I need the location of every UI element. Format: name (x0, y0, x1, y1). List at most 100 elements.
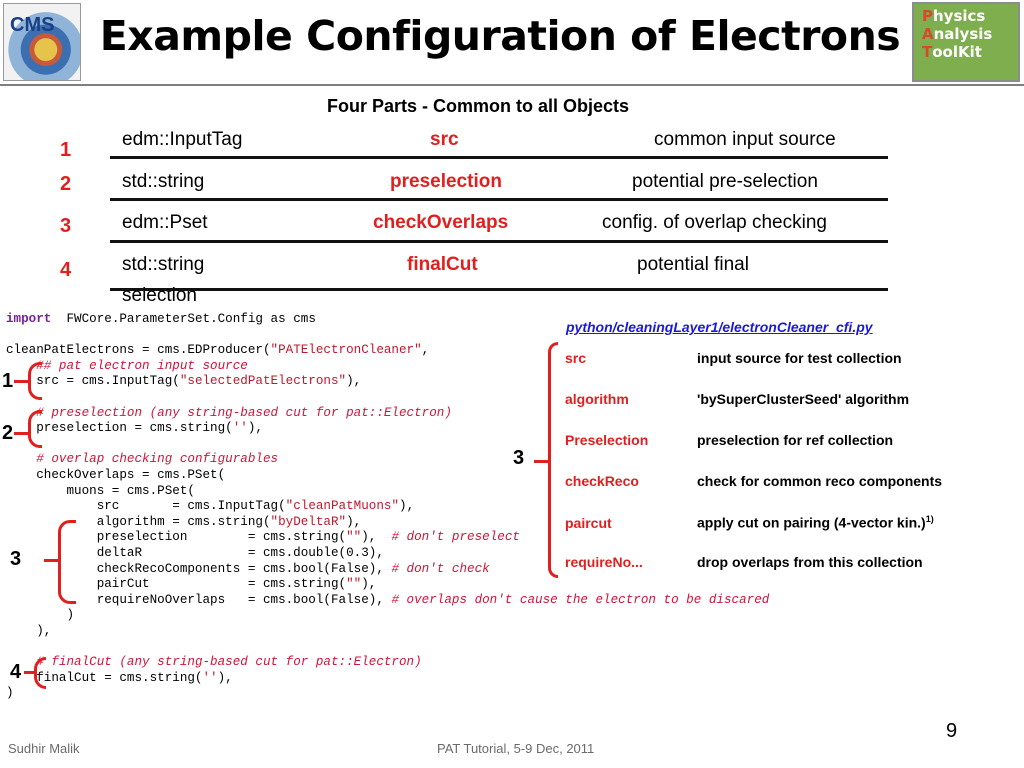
bracket-label: 1 (2, 370, 14, 392)
code-comment: # overlap checking configurables (36, 452, 279, 467)
row-number: 3 (60, 215, 72, 237)
code-text: , (421, 343, 430, 358)
panel-key: checkReco (565, 473, 639, 489)
code-text: ), (361, 577, 377, 592)
code-string: '' (202, 670, 218, 685)
footer-author: Sudhir Malik (8, 741, 80, 756)
code-line: ), (6, 624, 896, 640)
panel-footnote-marker: 1) (925, 514, 934, 524)
code-string: "selectedPatElectrons" (179, 374, 347, 389)
bracket-label: 3 (10, 548, 22, 570)
code-string: "" (346, 577, 362, 592)
bracket-panel (548, 342, 558, 578)
code-line: cleanPatElectrons = cms.EDProducer("PATE… (6, 343, 896, 359)
param-name: checkOverlaps (373, 212, 509, 233)
table-heading: Four Parts - Common to all Objects (327, 96, 630, 116)
code-line: ) (6, 686, 896, 702)
footer-event: PAT Tutorial, 5-9 Dec, 2011 (437, 741, 595, 756)
code-text: src = cms.InputTag( (6, 374, 180, 389)
panel-key: src (565, 350, 587, 366)
param-description: common input source (654, 129, 836, 150)
code-line: import FWCore.ParameterSet.Config as cms (6, 312, 896, 328)
code-line: # overlap checking configurables (6, 452, 896, 468)
code-line: deltaR = cms.double(0.3), (6, 546, 896, 562)
code-text: checkOverlaps = cms.PSet( (6, 467, 226, 482)
code-text: pairCut = cms.string( (6, 577, 347, 592)
param-name: preselection (390, 171, 502, 192)
code-text: ), (6, 623, 52, 638)
code-text: ), (247, 421, 263, 436)
code-text: ) (6, 608, 75, 623)
code-string: "byDeltaR" (270, 514, 347, 529)
param-type: edm::InputTag (122, 129, 243, 150)
code-line: # finalCut (any string-based cut for pat… (6, 655, 896, 671)
config-file-link[interactable]: python/cleaningLayer1/electronCleaner_cf… (566, 319, 873, 335)
code-line: preselection = cms.string(""), # don't p… (6, 530, 896, 546)
code-comment: # don't preselect (391, 530, 520, 545)
code-text: ), (217, 670, 233, 685)
table-row: edm::Pset checkOverlaps config. of overl… (120, 212, 888, 244)
code-text: FWCore.ParameterSet.Config as cms (51, 312, 316, 326)
code-comment: # finalCut (any string-based cut for pat… (36, 655, 422, 670)
code-text: preselection = cms.string( (6, 530, 347, 545)
code-line: ) (6, 608, 896, 624)
panel-key: requireNo... (565, 554, 643, 570)
code-text: checkRecoComponents = cms.bool(False), (6, 561, 392, 576)
code-text: muons = cms.PSet( (6, 483, 195, 498)
cms-logo: CMS (3, 3, 81, 81)
param-type: std::string (122, 171, 205, 192)
table-rule (110, 288, 888, 291)
param-type: std::string (122, 254, 205, 275)
code-text: ), (346, 374, 362, 389)
code-string: '' (232, 421, 248, 436)
code-comment: # overlaps don't cause the electron to b… (391, 592, 770, 607)
panel-value: preselection for ref collection (697, 432, 894, 448)
code-line (6, 639, 896, 655)
page-number: 9 (946, 720, 958, 742)
code-text: algorithm = cms.string( (6, 514, 271, 529)
code-line: pairCut = cms.string(""), (6, 577, 896, 593)
toolkit-logo-line-2: Analysis (922, 25, 993, 43)
code-text: requireNoOverlaps = cms.bool(False), (6, 592, 392, 607)
bracket-preselection (28, 410, 42, 448)
param-description: config. of overlap checking (602, 212, 827, 233)
bracket-tick (44, 559, 58, 562)
panel-value: check for common reco components (697, 473, 943, 489)
row-number: 1 (60, 139, 72, 161)
code-text: ) (6, 686, 14, 701)
code-string: "" (346, 530, 362, 545)
panel-value: drop overlaps from this collection (697, 554, 923, 570)
code-line: preselection = cms.string(''), (6, 421, 896, 437)
code-text: ), (361, 530, 392, 545)
bracket-label: 4 (10, 661, 22, 683)
code-line: src = cms.InputTag("selectedPatElectrons… (6, 374, 896, 390)
code-text: cleanPatElectrons = cms.EDProducer( (6, 343, 271, 358)
toolkit-logo-line-3: ToolKit (922, 43, 982, 61)
code-text: preselection = cms.string( (6, 421, 233, 436)
row-number: 4 (60, 259, 72, 281)
panel-row: algorithm'bySuperClusterSeed' algorithm (565, 391, 909, 407)
table-row: std::string preselection potential pre-s… (120, 171, 888, 203)
code-string: "cleanPatMuons" (285, 499, 400, 514)
panel-key: paircut (565, 514, 612, 531)
code-line: requireNoOverlaps = cms.bool(False), # o… (6, 593, 896, 609)
code-line: finalCut = cms.string(''), (6, 671, 896, 687)
code-text (6, 452, 36, 466)
code-text: ), (346, 514, 362, 529)
panel-value: input source for test collection (697, 350, 902, 366)
param-description: potential final (637, 254, 749, 275)
code-string: "PATElectronCleaner" (270, 343, 422, 358)
code-text: src = cms.InputTag( (6, 499, 286, 514)
slide-title: Example Configuration of Electrons (99, 12, 901, 60)
bracket-src (28, 362, 42, 400)
code-line: checkRecoComponents = cms.bool(False), #… (6, 562, 896, 578)
bracket-label: 2 (2, 422, 14, 444)
bracket-label: 3 (513, 447, 525, 469)
table-rule (110, 240, 888, 243)
code-line: ## pat electron input source (6, 359, 896, 375)
param-name: finalCut (407, 254, 478, 275)
param-name: src (430, 129, 459, 150)
cms-logo-text: CMS (10, 14, 55, 36)
